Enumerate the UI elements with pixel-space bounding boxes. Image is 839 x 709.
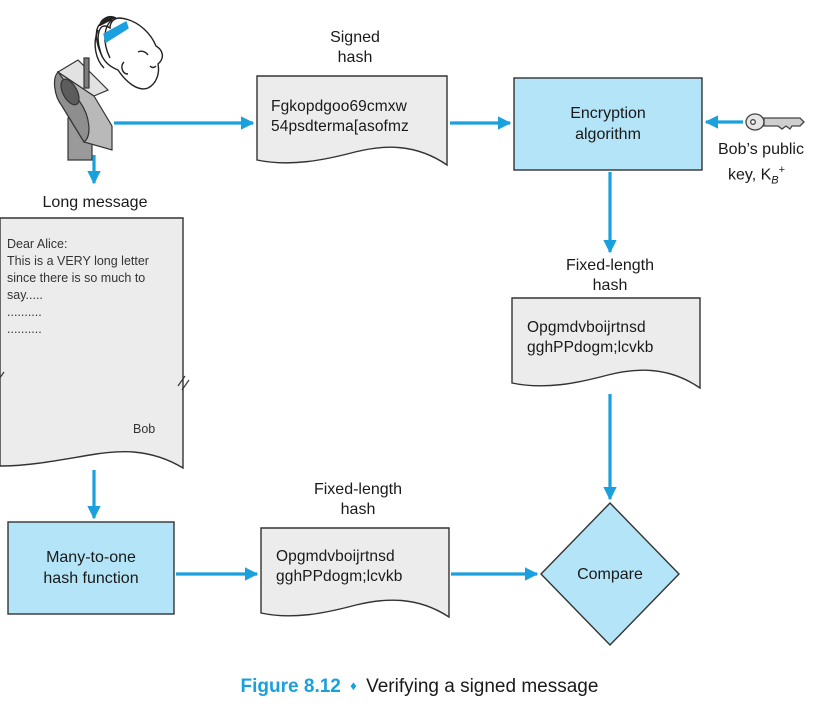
fixed-hash-top-label: Fixed-length hash <box>565 257 655 294</box>
letter-body: Dear Alice: This is a VERY long letter s… <box>7 237 149 336</box>
fixed-hash-bottom-document <box>260 527 450 619</box>
figure-number: Figure 8.12 <box>240 676 341 697</box>
encryption-algorithm-label: Encryption algorithm <box>570 105 646 143</box>
alice-icon <box>94 16 163 90</box>
key-icon <box>745 113 805 131</box>
public-key-prefix: key, K <box>728 166 772 184</box>
public-key-superscript: + <box>778 164 786 176</box>
letter-break-marks <box>0 371 190 391</box>
caption-separator: ♦ <box>350 678 357 693</box>
public-key-label: Bob’s public key, KB+ <box>718 140 839 191</box>
hash-function-label: Many-to-one hash function <box>43 549 139 587</box>
public-key-line1: Bob’s public <box>718 141 804 158</box>
signed-hash-label: Signed hash <box>330 29 380 66</box>
figure-caption: Figure 8.12 ♦ Verifying a signed message <box>0 676 839 698</box>
fixed-hash-top-text: Opgmdvboijrtnsd gghPPdogm;lcvkb <box>527 319 654 356</box>
mailbox-icon <box>53 57 113 161</box>
long-message-letter <box>0 217 184 470</box>
letter-signature: Bob <box>133 422 156 436</box>
fixed-hash-top-document <box>511 297 701 390</box>
signed-hash-text: Fgkopdgoo69cmxw 54psdterma[asofmz <box>271 98 409 135</box>
public-key-subscript: B <box>771 174 779 187</box>
encryption-algorithm-box <box>513 77 703 171</box>
compare-diamond <box>540 501 680 647</box>
fixed-hash-bottom-text: Opgmdvboijrtnsd gghPPdogm;lcvkb <box>276 548 403 585</box>
figure-title: Verifying a signed message <box>366 676 599 697</box>
fixed-hash-bottom-label: Fixed-length hash <box>313 481 403 518</box>
compare-label: Compare <box>577 565 643 583</box>
signed-hash-document <box>256 75 448 167</box>
hash-function-box <box>7 521 175 615</box>
long-message-label: Long message <box>42 194 148 211</box>
public-key-line2: key, KB+ <box>718 160 839 191</box>
